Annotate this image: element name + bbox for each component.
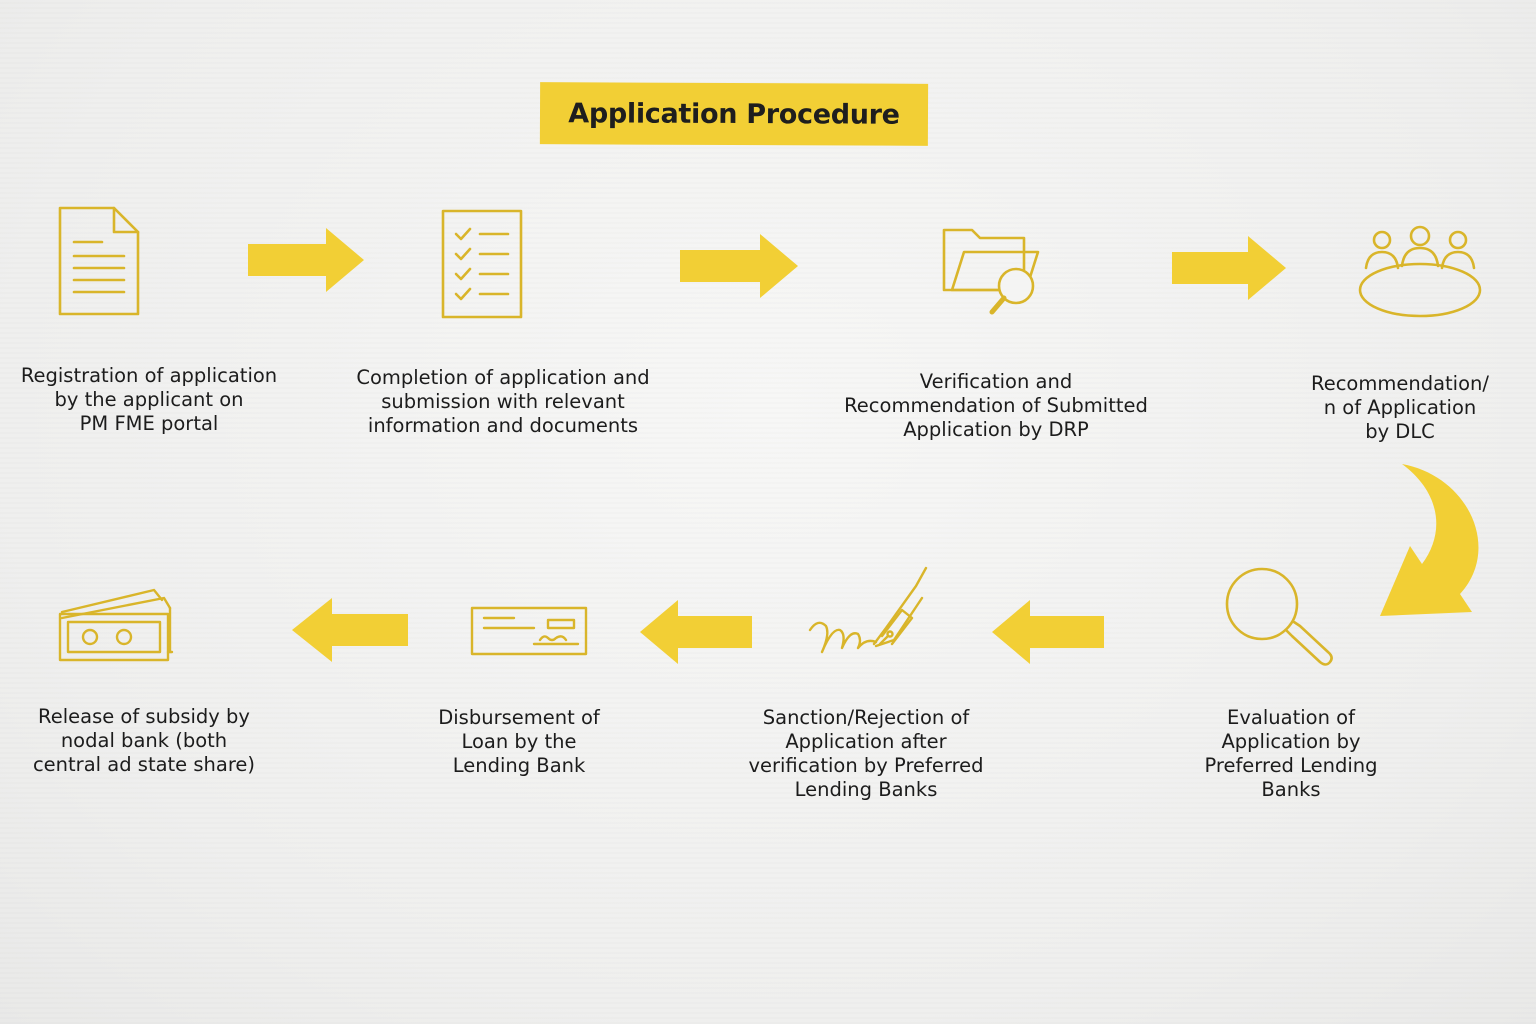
arrow-left-1 xyxy=(992,600,1104,664)
step-label-release: Release of subsidy by nodal bank (both c… xyxy=(32,705,256,776)
arrow-left-2 xyxy=(640,600,752,664)
cheque-icon xyxy=(470,606,588,656)
step-label-recommendation: Recommendation/ n of Application by DLC xyxy=(1311,372,1489,443)
document-icon xyxy=(56,204,142,318)
title-banner: Application Procedure xyxy=(539,82,929,146)
arrow-left-3 xyxy=(292,598,408,662)
arrow-right-2 xyxy=(680,234,798,298)
step-label-evaluation: Evaluation of Application by Preferred L… xyxy=(1204,706,1378,801)
diagram-title: Application Procedure xyxy=(568,97,900,131)
magnifier-icon xyxy=(1222,566,1334,668)
cash-stack-icon xyxy=(58,588,178,664)
step-label-registration: Registration of application by the appli… xyxy=(20,364,278,435)
signature-pen-icon xyxy=(806,564,932,660)
step-label-disbursement: Disbursement of Loan by the Lending Bank xyxy=(438,706,600,777)
arrow-right-3 xyxy=(1172,236,1286,300)
arrow-curved-down xyxy=(1376,462,1490,652)
meeting-table-icon xyxy=(1356,224,1484,320)
arrow-right-1 xyxy=(248,228,364,292)
step-label-verification: Verification and Recommendation of Submi… xyxy=(844,370,1148,441)
checklist-icon xyxy=(440,208,524,320)
step-label-sanction: Sanction/Rejection of Application after … xyxy=(748,706,984,801)
folder-search-icon xyxy=(940,222,1044,320)
step-label-completion: Completion of application and submission… xyxy=(356,366,650,437)
